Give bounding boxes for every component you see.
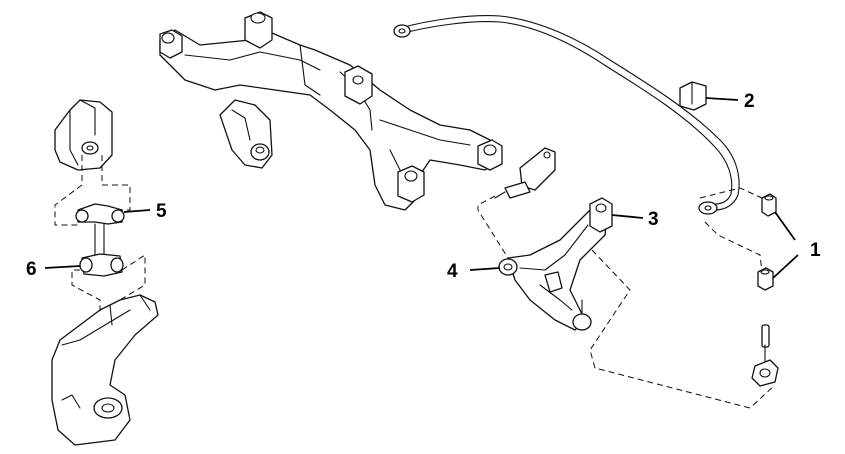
stabilizer-link-rod (751, 324, 779, 387)
callout-1: 1 (810, 240, 821, 261)
callout-leaders (44, 97, 799, 279)
callout-labels: 1 2 3 4 5 6 (26, 91, 821, 282)
upper-mount (54, 99, 113, 171)
callout-3: 3 (648, 209, 659, 230)
callout-4: 4 (447, 261, 458, 282)
stabilizer-bar (393, 15, 740, 215)
lower-control-arm (498, 197, 613, 331)
callout-5: 5 (156, 201, 167, 222)
callout-6: 6 (26, 259, 37, 280)
callout-2: 2 (744, 91, 755, 112)
tension-rod-bracket (494, 147, 556, 199)
lower-link-bushing (79, 253, 124, 277)
engine-mount-bracket (219, 99, 273, 169)
steering-knuckle (51, 294, 159, 446)
stabilizer-link-bushings (757, 193, 777, 291)
assembly-dashed-lines (54, 155, 776, 409)
front-subframe (159, 11, 503, 211)
front-control-arm-bushing (589, 197, 613, 233)
upper-link (75, 203, 125, 259)
stabilizer-bushing (679, 81, 707, 111)
